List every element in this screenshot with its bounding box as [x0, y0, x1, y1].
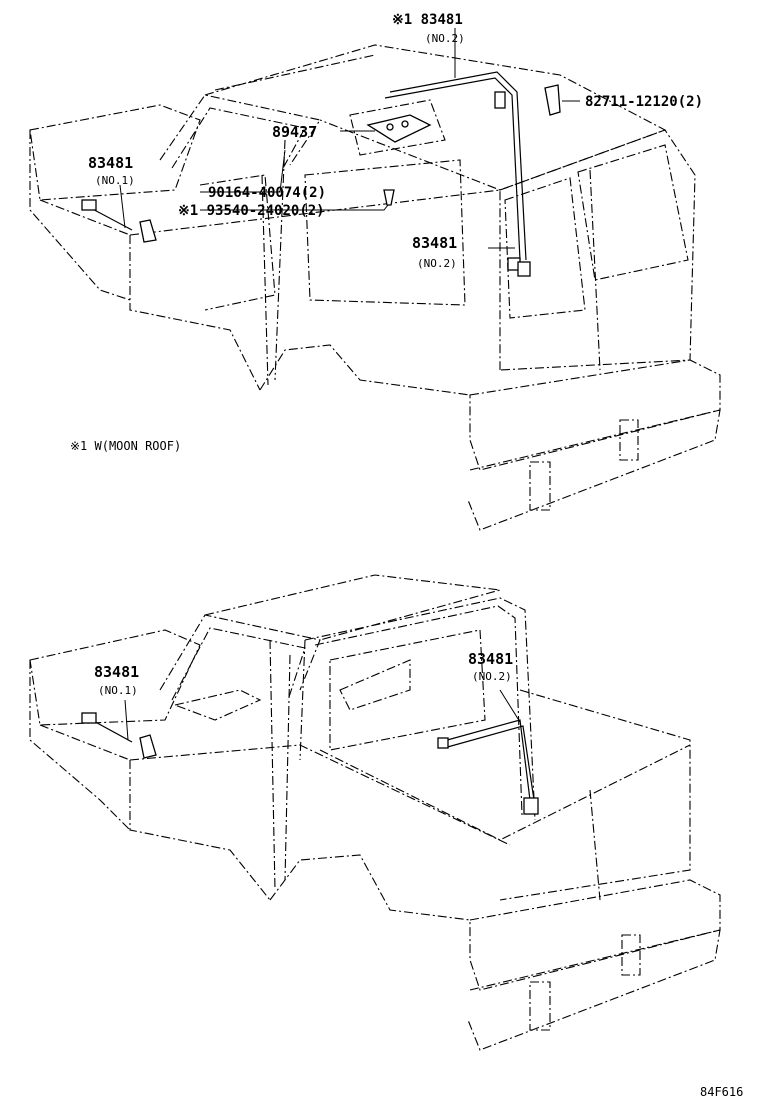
callout-c4-sub: (NO.1) [95, 174, 135, 187]
callout-c7-sub: (NO.2) [417, 257, 457, 270]
upper-harness-parts [81, 71, 561, 277]
callout-d2-sub: (NO.2) [472, 670, 512, 683]
lower-leaders [124, 689, 521, 741]
callout-d2-number: 83481 [468, 650, 513, 668]
figure-code: 84F616 [700, 1085, 743, 1099]
callout-d1-number: 83481 [94, 663, 139, 681]
lower-labels: 83481 (NO.1) 83481 (NO.2) [94, 650, 513, 697]
callout-c1-sub: (NO.2) [425, 32, 465, 45]
upper-leaders [119, 28, 580, 249]
upper-labels: ※1 83481 (NO.2) 82711-12120(2) 89437 834… [70, 12, 703, 453]
callout-d1-sub: (NO.1) [98, 684, 138, 697]
lower-harness-parts [81, 712, 539, 815]
callout-c2: 82711-12120(2) [585, 94, 703, 110]
callout-c5: 90164-40074(2) [208, 185, 326, 201]
callout-c4-number: 83481 [88, 154, 133, 172]
callout-c1-number: ※1 83481 [392, 12, 463, 28]
callout-c3-number: 89437 [272, 123, 317, 141]
moon-roof-note: ※1 W(MOON ROOF) [70, 439, 181, 453]
callout-c6: ※1 93540-24020(2) [178, 203, 325, 219]
lower-vehicle-outline [29, 574, 721, 1051]
callout-c7-number: 83481 [412, 234, 457, 252]
upper-vehicle-outline [29, 44, 721, 531]
